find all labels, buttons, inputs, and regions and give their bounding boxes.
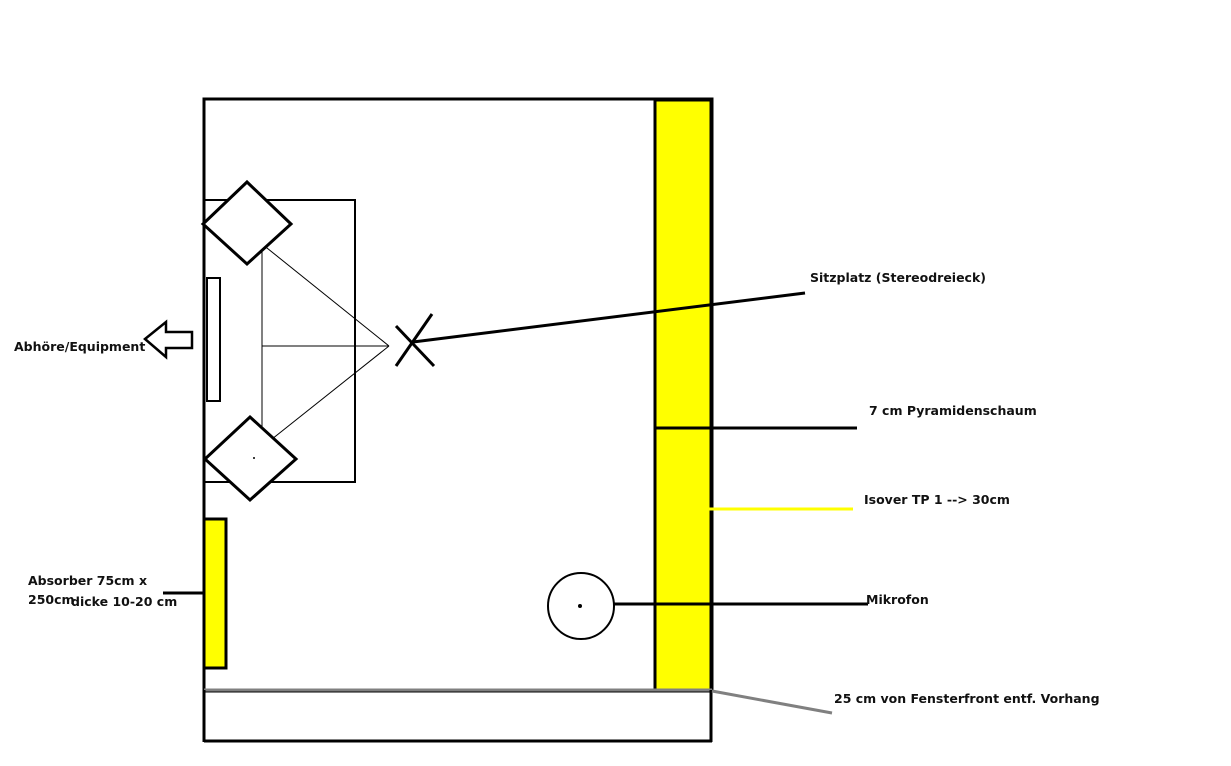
equipment-arrow-icon <box>143 319 194 360</box>
label-curtain: 25 cm von Fensterfront entf. Vorhang <box>834 691 1100 706</box>
equipment-rack <box>206 277 221 402</box>
left-absorber <box>202 517 228 670</box>
seat-mark-stroke-1 <box>394 324 436 368</box>
label-isover: Isover TP 1 --> 30cm <box>864 492 1010 507</box>
seat-pointer-line <box>412 291 806 344</box>
isover-absorber-panel <box>653 98 713 692</box>
triangle-line-bottom <box>261 345 390 448</box>
label-absorber-line2b: dicke 10-20 cm <box>71 594 177 609</box>
label-absorber-line2a: 250cm <box>28 592 75 607</box>
speaker-bottom-dot <box>253 457 255 459</box>
label-microphone: Mikrofon <box>866 592 929 607</box>
speaker-bottom <box>202 414 299 503</box>
room-outline <box>202 97 714 693</box>
label-seat: Sitzplatz (Stereodreieck) <box>810 270 986 285</box>
triangle-line-top <box>261 243 390 347</box>
label-absorber-line1: Absorber 75cm x <box>28 573 147 588</box>
desk <box>203 199 356 483</box>
curtain-pointer-line <box>711 689 833 715</box>
label-foam: 7 cm Pyramidenschaum <box>869 403 1037 418</box>
label-equipment: Abhöre/Equipment <box>14 339 145 354</box>
speaker-left-top <box>200 179 294 267</box>
microphone-center-dot <box>578 604 582 608</box>
seat-mark-stroke-2 <box>394 313 434 367</box>
